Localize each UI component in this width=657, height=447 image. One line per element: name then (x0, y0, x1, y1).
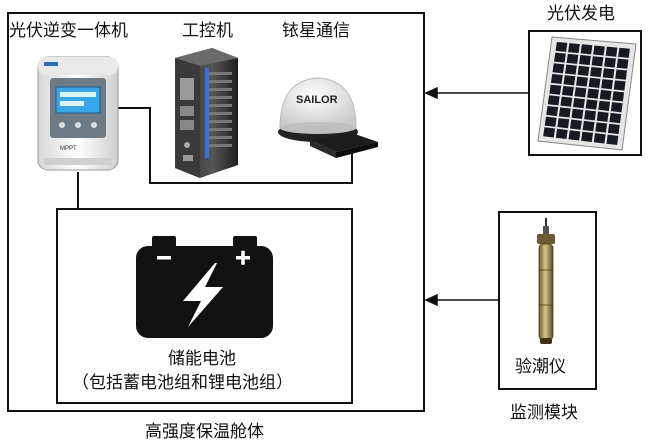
solar-cell (555, 128, 568, 140)
solar-cell (595, 122, 608, 133)
solar-cell (602, 68, 615, 79)
solar-cell (563, 75, 576, 86)
solar-cell (550, 73, 563, 85)
solar-cell (571, 108, 584, 119)
solar-panel-image (537, 36, 637, 151)
battery-title: 储能电池 (168, 349, 236, 369)
svg-text:MPPT: MPPT (60, 146, 77, 152)
solar-cell (574, 87, 587, 98)
solar-cell (615, 69, 627, 80)
solar-arrow (424, 86, 528, 100)
inverter-label: 光伏逆变一体机 (9, 21, 128, 41)
inverter-controller-image: MPPT (37, 56, 119, 171)
monitor-caption: 监测模块 (510, 403, 578, 423)
svg-text:SAILOR: SAILOR (296, 94, 338, 106)
battery-subtitle: （包括蓄电池组和锂电池组） (72, 373, 293, 393)
solar-box (528, 30, 642, 156)
monitor-device-label: 验潮仪 (515, 357, 566, 377)
solar-cell (557, 118, 570, 129)
ipc-label: 工控机 (182, 21, 233, 41)
solar-cell (582, 120, 595, 132)
solar-cell (558, 107, 571, 118)
solar-cell (581, 131, 594, 143)
solar-cell (565, 64, 577, 75)
solar-cell (585, 99, 598, 110)
solar-cell (580, 44, 593, 55)
solar-cell (587, 88, 599, 99)
solar-cell (590, 67, 602, 78)
solar-cell (568, 130, 581, 141)
solar-cell (616, 58, 629, 69)
solar-cell (552, 63, 565, 74)
solar-cell (598, 100, 611, 111)
solar-cell (593, 45, 605, 56)
cabin-box (7, 12, 425, 412)
solar-cell (613, 80, 626, 91)
sat-label: 铱星通信 (282, 21, 350, 41)
solar-cell (576, 76, 588, 87)
solar-cell (601, 79, 613, 90)
monitor-box (498, 211, 597, 390)
battery-box (56, 208, 353, 404)
solar-cell (584, 110, 596, 121)
solar-cell (593, 133, 606, 144)
solar-cell (579, 55, 591, 66)
solar-cell (604, 57, 616, 68)
solar-cell (566, 53, 579, 64)
solar-cell (612, 91, 625, 102)
solar-cell (573, 98, 585, 109)
solar-cell (596, 111, 609, 122)
inverter-to-ipc-line (118, 107, 353, 184)
solar-cell (607, 123, 620, 135)
solar-cell (588, 77, 601, 88)
solar-cell (549, 84, 562, 95)
solar-cell (547, 95, 560, 106)
solar-cell (569, 119, 582, 130)
connection-lines (77, 107, 353, 209)
battery-icon (136, 236, 273, 338)
solar-cell (561, 85, 574, 97)
satellite-terminal-image: SAILOR (278, 77, 378, 158)
solar-cell (544, 116, 557, 127)
solar-cell (606, 134, 619, 146)
cabin-caption: 高强度保温舱体 (145, 422, 264, 442)
solar-cell (605, 46, 618, 57)
solar-cell (599, 89, 612, 101)
solar-cell (618, 47, 630, 58)
solar-cell (609, 112, 622, 124)
solar-cell (546, 105, 559, 117)
solar-cell (554, 52, 566, 63)
solar-cell (555, 41, 568, 52)
solar-cell (577, 65, 590, 76)
industrial-pc-image (175, 48, 238, 178)
solar-cell (568, 43, 580, 54)
solar-cell (610, 102, 623, 113)
solar-cell (560, 96, 573, 107)
tide-gauge-image (537, 218, 555, 344)
solar-cell (591, 56, 604, 67)
solar-cell (543, 127, 556, 138)
solar-label: 光伏发电 (547, 4, 615, 24)
monitor-arrow (424, 293, 498, 307)
